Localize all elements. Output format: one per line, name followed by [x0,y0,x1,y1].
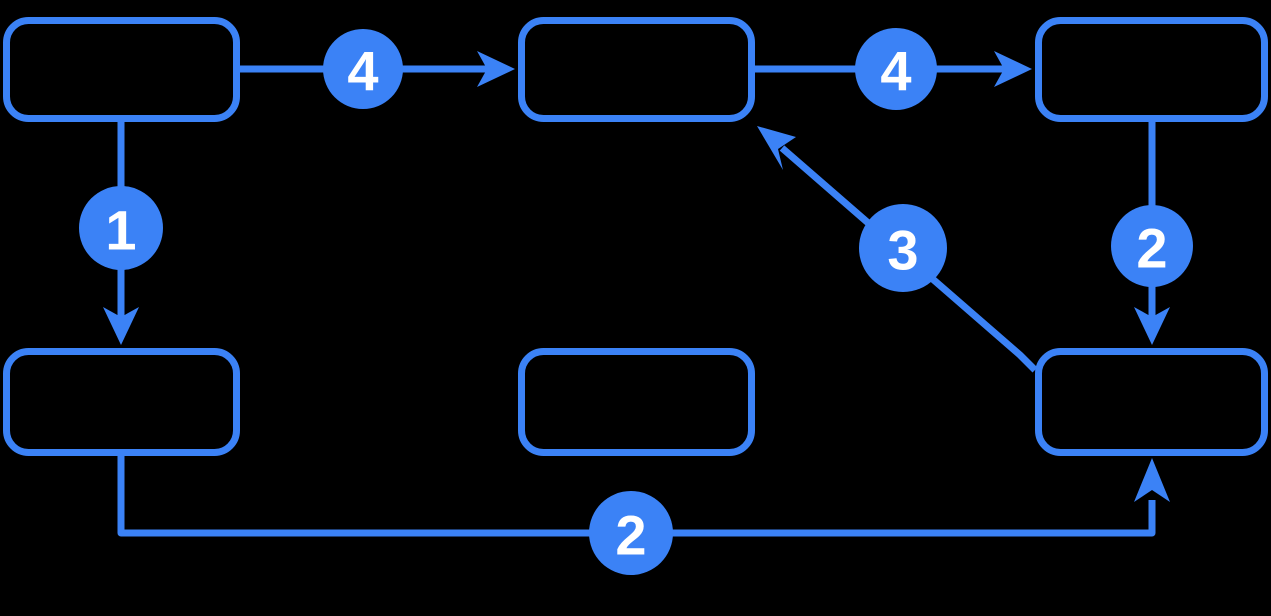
arrowhead-icon [1134,307,1170,345]
badge-label: 4 [880,40,911,103]
node-box-outline [518,348,755,456]
badge-circle [323,29,403,109]
badge-circle [1111,205,1193,287]
node-bottom-center[interactable] [518,348,755,456]
node-box-outline [1035,348,1268,456]
arrowhead-icon [103,307,139,345]
edge-bottom-right-to-top-center[interactable] [757,126,1038,373]
node-box-outline [1035,17,1268,122]
badge-label: 2 [615,504,646,567]
arrowhead-icon [994,51,1032,87]
badge-circle [79,186,163,270]
edge-label-badge-4[interactable]: 2 [1111,205,1193,287]
node-top-right[interactable] [1035,17,1268,122]
node-bottom-right[interactable] [1035,348,1268,456]
badge-label: 3 [887,219,918,282]
edge-label-badge-1[interactable]: 4 [323,29,403,109]
arrowhead-icon [1134,458,1170,502]
badge-label: 2 [1136,217,1167,280]
node-top-left[interactable] [3,17,240,122]
arrowhead-icon [477,51,515,87]
badge-label: 1 [105,199,136,262]
badge-circle [589,491,673,575]
node-bottom-left[interactable] [3,348,240,456]
edge-path [779,145,1038,373]
edge-label-badge-2[interactable]: 4 [855,28,937,110]
node-box-outline [3,348,240,456]
arrowhead-icon [757,126,796,170]
badge-circle [855,28,937,110]
node-box-outline [518,17,755,122]
badge-label: 4 [347,40,378,103]
node-top-center[interactable] [518,17,755,122]
edge-label-badge-6[interactable]: 2 [589,491,673,575]
badge-circle [859,204,947,292]
node-box-outline [3,17,240,122]
edge-label-badge-3[interactable]: 1 [79,186,163,270]
edge-label-badge-5[interactable]: 3 [859,204,947,292]
